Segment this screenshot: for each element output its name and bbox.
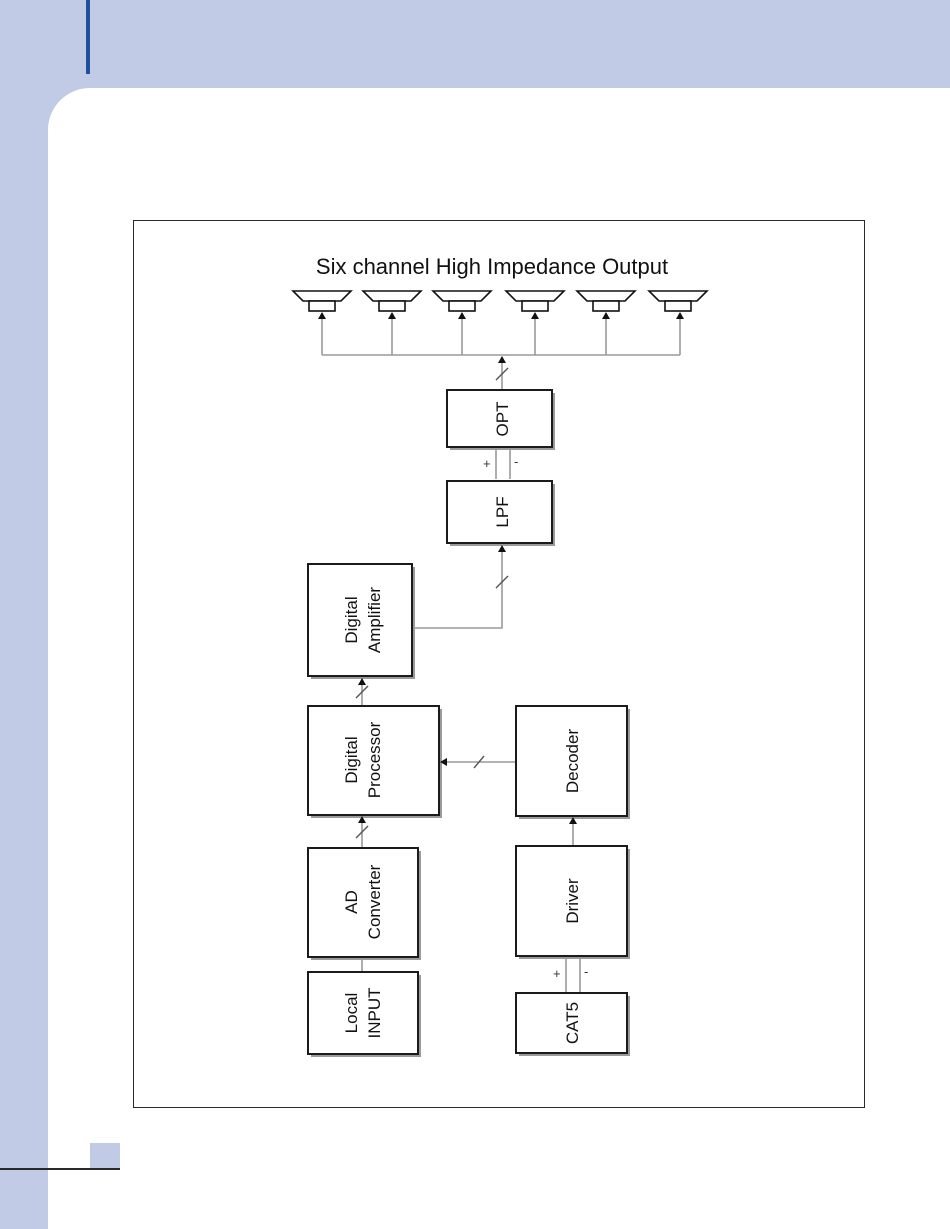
driver-block: Driver (516, 846, 630, 959)
diagram-title: Six channel High Impedance Output (316, 254, 668, 279)
local-input-block: Local INPUT (308, 972, 421, 1057)
plus-sign-cat5: + (553, 966, 561, 981)
speaker-icon (433, 291, 491, 311)
speaker-icon (577, 291, 635, 311)
cat5-block: CAT5 (516, 993, 630, 1056)
lpf-label: LPF (493, 496, 512, 527)
speaker-bus (322, 313, 680, 355)
digital-processor-label-2: Processor (365, 721, 384, 798)
minus-sign: - (514, 454, 518, 469)
digital-processor-label-1: Digital (342, 736, 361, 783)
digital-amplifier-block: Digital Amplifier (308, 564, 415, 679)
speaker-icon (293, 291, 351, 311)
ad-converter-block: AD Converter (308, 848, 421, 960)
wire-cat5-to-driver: + - (553, 958, 588, 993)
speaker-icons (293, 291, 707, 311)
opt-label: OPT (493, 402, 512, 437)
digital-amplifier-label-2: Amplifier (365, 587, 384, 653)
local-input-label-2: INPUT (365, 988, 384, 1039)
opt-block: OPT (447, 390, 555, 450)
digital-amplifier-label-1: Digital (342, 596, 361, 643)
wire-decoder-to-processor (441, 756, 516, 768)
local-input-label-1: Local (342, 993, 361, 1034)
decoder-label: Decoder (563, 729, 582, 794)
speaker-icon (649, 291, 707, 311)
lpf-block: LPF (447, 481, 555, 546)
plus-sign: + (483, 456, 491, 471)
ad-converter-label-2: Converter (365, 864, 384, 939)
decoder-block: Decoder (516, 706, 630, 819)
wire-amp-to-lpf (412, 546, 508, 628)
wire-opt-to-bus (496, 357, 508, 390)
wire-processor-to-amp (356, 679, 368, 706)
digital-processor-block: Digital Processor (308, 706, 442, 818)
speaker-icon (363, 291, 421, 311)
wire-ad-to-processor (356, 817, 368, 848)
ad-converter-label-1: AD (342, 890, 361, 914)
cat5-label: CAT5 (563, 1002, 582, 1044)
wire-lpf-to-opt: + - (483, 449, 518, 479)
speaker-icon (506, 291, 564, 311)
driver-label: Driver (563, 878, 582, 924)
minus-sign-cat5: - (584, 964, 588, 979)
